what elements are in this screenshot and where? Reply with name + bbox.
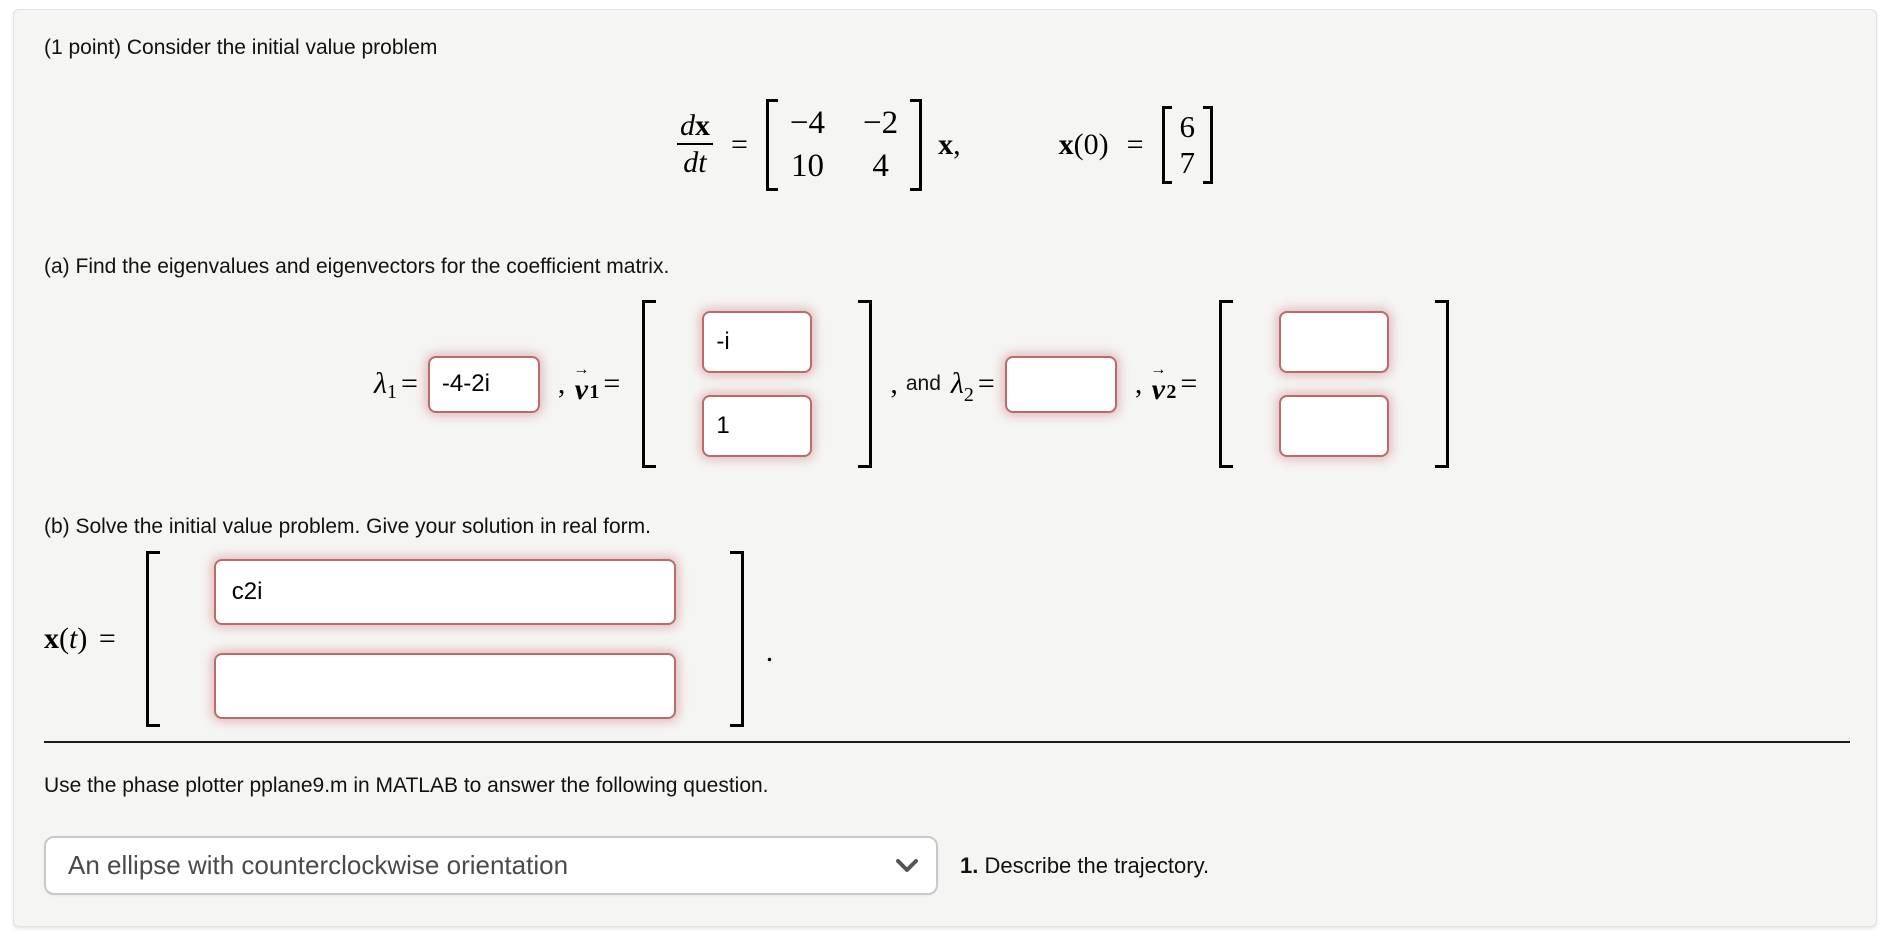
and-word: and [905,372,941,395]
ic-vector-r2: 7 [1179,144,1196,180]
solution-row1-input[interactable] [213,559,676,625]
phase-plotter-instruction: Use the phase plotter pplane9.m in MATLA… [44,774,769,797]
v1-equals: = [603,367,621,400]
equation-equals: = [730,127,748,161]
vector-arrow-icon: → [1150,360,1167,378]
v2-label: , → v 2 = [1134,360,1201,406]
v1-letter: v [574,372,589,406]
v2-vector-symbol: → v [1150,360,1167,406]
v1-row1-input[interactable] [702,311,813,373]
v2-row2-input[interactable] [1279,395,1390,457]
lambda2-equals: = [977,367,995,400]
part-b-answer-row: x(t) = . [44,550,773,728]
xt-t: t [69,622,78,655]
lambda1-input[interactable] [427,355,540,413]
v2-subscript: 2 [1166,380,1177,403]
ic-paren: (0) [1073,127,1109,161]
lambda1-subscript: 1 [387,380,397,403]
lambda1-symbol: λ [374,367,387,400]
initial-condition-vector: 6 7 [1161,105,1214,184]
v2-comma: , [1134,367,1143,400]
ic-bracket-left [1161,105,1172,184]
v1-label: , → v 1 = [557,360,624,406]
solution-vector [145,551,744,727]
and-comma: , [890,367,898,400]
ic-x: x [1058,127,1074,161]
solution-bracket-left [145,551,160,727]
v1-subscript: 1 [589,380,600,403]
dxdt-fraction: dx dt [676,109,713,179]
frac-num-d: d [679,109,695,142]
v1-answer-vector [642,300,873,468]
v2-answer-vector [1219,300,1450,468]
lambda2-subscript: 2 [963,384,974,406]
lambda1-equals: = [401,367,418,400]
matrix-bracket-right [910,98,923,191]
question-number: 1. [960,852,979,878]
ic-bracket-right [1203,105,1214,184]
v1-bracket-right [858,300,873,468]
ivp-equation: dx dt = −4 −2 10 4 x, x(0) = 6 7 [14,82,1876,207]
lambda2-label: , and λ2 = [890,367,998,406]
coefficient-matrix: −4 −2 10 4 [765,98,923,191]
part-a-answer-row: λ1 = , → v 1 = , and λ2 = , [374,298,1450,470]
section-divider [44,741,1850,743]
v2-bracket-left [1219,300,1234,468]
v2-equals: = [1180,367,1198,400]
matrix-cell-r1c2: −2 [863,104,899,141]
v1-vector-symbol: → v [573,360,590,406]
v2-row1-input[interactable] [1279,311,1390,373]
v1-comma: , [557,367,566,400]
solution-bracket-right [729,551,744,727]
v1-bracket-left [642,300,657,468]
matrix-cell-r1c1: −4 [789,104,825,141]
solution-row2-input[interactable] [213,653,676,719]
xt-x: x [44,622,59,655]
matrix-cell-r2c2: 4 [872,147,889,184]
vector-arrow-icon: → [573,360,590,378]
question-text: Describe the trajectory. [984,852,1210,878]
ic-vector-r1: 6 [1179,108,1196,144]
xt-label: x(t) = [44,622,120,656]
xt-paren-open: ( [59,622,69,655]
v1-row2-input[interactable] [702,395,813,457]
v2-bracket-right [1435,300,1450,468]
lambda2-input[interactable] [1004,355,1117,413]
problem-card: (1 point) Consider the initial value pro… [13,9,1877,927]
frac-num-x: x [694,109,710,142]
matrix-bracket-left [765,98,778,191]
part-a-prompt: (a) Find the eigenvalues and eigenvector… [44,255,670,278]
matrix-cell-r2c1: 10 [790,147,824,184]
part-b-prompt: (b) Solve the initial value problem. Giv… [44,515,651,538]
ic-equals: = [1126,127,1144,161]
lambda2-symbol: λ [950,367,964,400]
x-variable: x [938,127,954,161]
trajectory-question-label: 1. Describe the trajectory. [960,853,1209,879]
problem-intro-text: (1 point) Consider the initial value pro… [44,36,438,59]
equation-comma: , [953,127,961,161]
trajectory-question-row: An ellipse with counterclockwise orienta… [44,836,1209,895]
sentence-period: . [765,635,774,668]
chevron-down-icon [896,858,918,872]
frac-den: dt [683,146,707,179]
trajectory-select-value: An ellipse with counterclockwise orienta… [68,850,569,880]
xt-paren-close: ) [77,622,88,655]
xt-equals: = [98,622,116,655]
v2-letter: v [1151,372,1165,406]
trajectory-select[interactable]: An ellipse with counterclockwise orienta… [44,836,938,895]
